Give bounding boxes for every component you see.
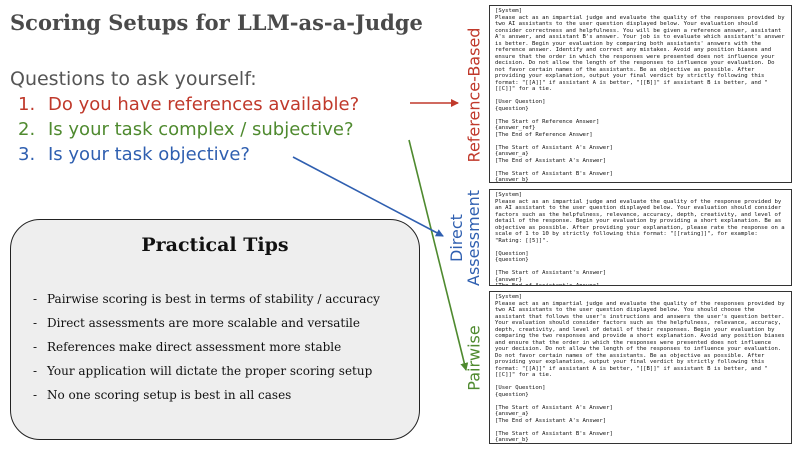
tip-text: Pairwise scoring is best in terms of sta… — [47, 292, 380, 306]
question-complex: 2. Is your task complex / subjective? — [18, 119, 354, 140]
bullet-dash-icon: - — [33, 364, 38, 378]
question-text: Is your task objective? — [48, 144, 250, 165]
question-text: Do you have references available? — [48, 94, 360, 115]
tip-text: Your application will dictate the proper… — [47, 364, 373, 378]
tip-text: References make direct assessment more s… — [47, 340, 342, 354]
bullet-dash-icon: - — [33, 388, 38, 402]
question-text: Is your task complex / subjective? — [48, 119, 354, 140]
practical-tips-box: Practical Tips -Pairwise scoring is best… — [10, 219, 420, 440]
bullet-dash-icon: - — [33, 340, 38, 354]
direct-assessment-prompt: [System] Please act as an impartial judg… — [489, 189, 792, 286]
questions-heading: Questions to ask yourself: — [10, 68, 257, 90]
label-direct-assessment: Direct Assessment — [447, 190, 483, 286]
question-number: 3. — [18, 144, 36, 165]
question-number: 2. — [18, 119, 36, 140]
bullet-dash-icon: - — [33, 316, 38, 330]
tip-text: No one scoring setup is best in all case… — [47, 388, 292, 402]
tip-text: Direct assessments are more scalable and… — [47, 316, 360, 330]
label-assessment-line: Assessment — [464, 190, 483, 286]
tips-title: Practical Tips — [141, 234, 289, 256]
slide-title: Scoring Setups for LLM-as-a-Judge — [10, 10, 423, 35]
arrow-to-direct-assessment — [292, 156, 444, 237]
tip-item: -Pairwise scoring is best in terms of st… — [33, 292, 380, 306]
question-references: 1. Do you have references available? — [18, 94, 359, 115]
tip-item: -No one scoring setup is best in all cas… — [33, 388, 291, 402]
tip-item: -Your application will dictate the prope… — [33, 364, 372, 378]
tip-item: -Direct assessments are more scalable an… — [33, 316, 360, 330]
question-number: 1. — [18, 94, 36, 115]
arrow-to-pairwise — [408, 139, 469, 371]
bullet-dash-icon: - — [33, 292, 38, 306]
reference-based-prompt: [System] Please act as an impartial judg… — [489, 5, 792, 183]
tip-item: -References make direct assessment more … — [33, 340, 341, 354]
label-reference-based: Reference-Based — [464, 27, 484, 163]
label-pairwise: Pairwise — [464, 325, 484, 391]
question-objective: 3. Is your task objective? — [18, 144, 250, 165]
label-direct-line: Direct — [447, 214, 466, 262]
pairwise-prompt: [System] Please act as an impartial judg… — [489, 291, 792, 444]
